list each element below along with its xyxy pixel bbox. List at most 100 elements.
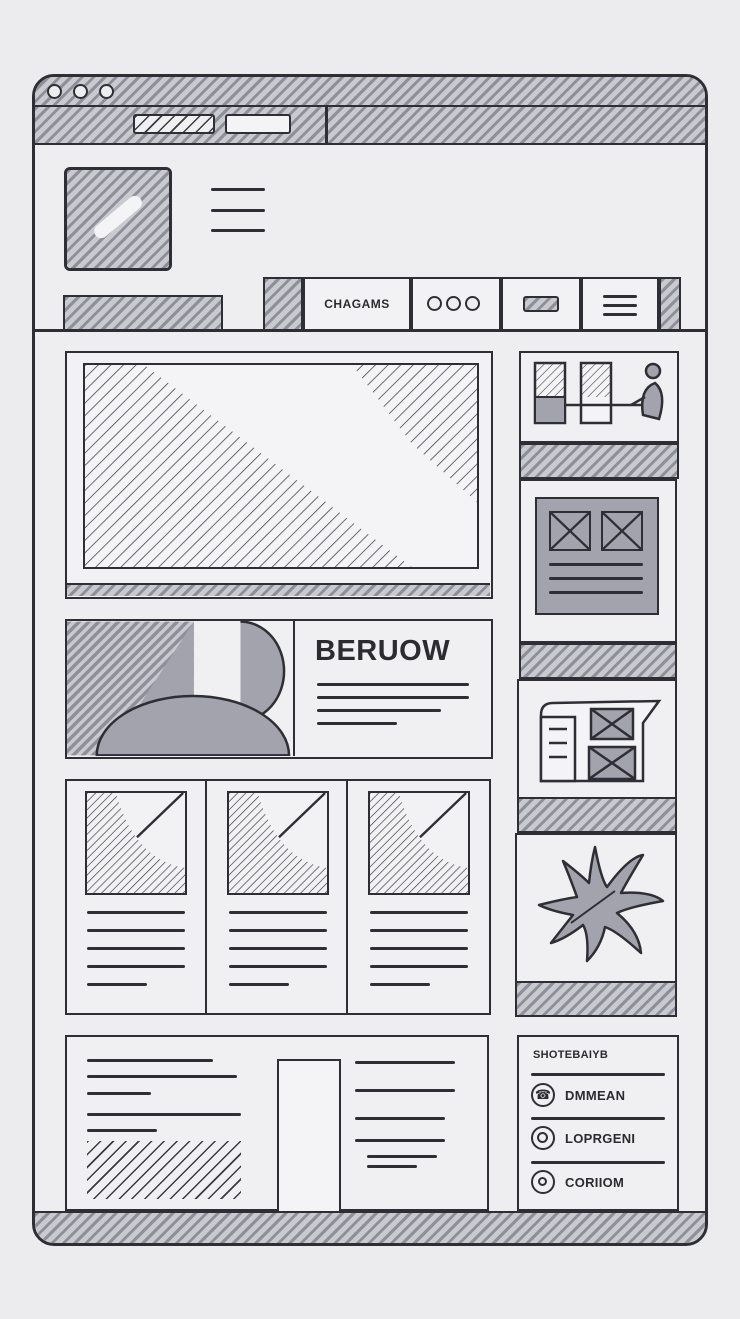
feature-text-line (317, 709, 441, 712)
nav-tab-options[interactable] (411, 277, 501, 331)
bottom-text-line (355, 1139, 445, 1142)
footer-bar (35, 1211, 705, 1243)
window-maximize-dot[interactable] (99, 84, 114, 99)
nav-tab-toggle[interactable] (501, 277, 581, 331)
card-text-line (87, 929, 185, 932)
card-text-line (370, 929, 468, 932)
bottom-text-line (367, 1165, 417, 1168)
feature-text-line (317, 722, 397, 725)
sidebar-separator (519, 643, 677, 679)
bottom-text-line (355, 1061, 455, 1064)
phone-icon: ☎ (531, 1083, 555, 1107)
gallery-panel (535, 497, 659, 615)
card[interactable] (207, 779, 348, 1015)
header-text-line (211, 229, 265, 232)
card-image (85, 791, 187, 895)
sidebar-widget-splash[interactable] (515, 833, 677, 983)
circle-icon (531, 1126, 555, 1150)
header-text-line (211, 209, 265, 212)
card-text-line (229, 947, 327, 950)
bottom-text-line (87, 1129, 157, 1132)
card[interactable] (65, 779, 207, 1015)
bottom-text-line (87, 1075, 237, 1078)
image-placeholder-icon (549, 511, 591, 551)
nav-tab-label: CHAGAMS (324, 297, 390, 311)
bottom-text-line (367, 1155, 437, 1158)
sidebar-separator (519, 443, 679, 479)
more-dots-icon (446, 296, 461, 311)
gallery-text-line (549, 577, 643, 580)
more-dots-icon (465, 296, 480, 311)
sidebar-list-title: SHOTEBAIYB (533, 1049, 609, 1061)
feature-heading: BERUOW (315, 635, 451, 667)
sidebar-list-item[interactable]: CORIIOM (531, 1167, 665, 1201)
sidebar-list: SHOTEBAIYB ☎ DMMEAN LOPRGENI CORIIOM (517, 1035, 679, 1211)
feature-card[interactable]: BERUOW (65, 619, 493, 759)
bottom-text-line (355, 1089, 455, 1092)
bottom-text-line (355, 1117, 445, 1120)
nav-left-cap (263, 277, 303, 331)
toggle-icon (523, 296, 559, 312)
browser-tab-1[interactable] (133, 114, 215, 134)
sidebar-list-item[interactable]: ☎ DMMEAN (531, 1079, 665, 1113)
window-close-dot[interactable] (47, 84, 62, 99)
bottom-image (87, 1141, 241, 1199)
sidebar-widget-documents[interactable] (517, 679, 677, 799)
hero-image (83, 363, 479, 569)
card-text-line (370, 983, 430, 986)
tab-divider (325, 107, 328, 145)
card-text-line (370, 947, 468, 950)
browser-tab-2[interactable] (225, 114, 291, 134)
logo-image[interactable] (64, 167, 172, 271)
card-text-line (370, 965, 468, 968)
nav-tab-menu[interactable] (581, 277, 659, 331)
feature-text-line (317, 683, 469, 686)
feature-image (67, 621, 295, 756)
window-minimize-dot[interactable] (73, 84, 88, 99)
sidebar-separator (517, 797, 677, 833)
card-text-line (229, 965, 327, 968)
sidebar-list-item[interactable]: LOPRGENI (531, 1123, 665, 1157)
title-bar (35, 77, 705, 107)
feature-text-line (317, 696, 469, 699)
sidebar-separator (515, 981, 677, 1017)
header-divider (35, 329, 705, 332)
card-text-line (87, 965, 185, 968)
nav-tab-chagams[interactable]: CHAGAMS (303, 277, 411, 331)
card-text-line (87, 947, 185, 950)
card-text-line (229, 911, 327, 914)
card-text-line (229, 983, 289, 986)
chart-illustration-icon (533, 361, 664, 425)
bottom-door-panel[interactable] (277, 1059, 341, 1211)
gallery-text-line (549, 563, 643, 566)
card-text-line (87, 983, 147, 986)
header-button[interactable] (63, 295, 223, 331)
splash-icon (537, 845, 665, 963)
card-image (368, 791, 470, 895)
nav-right-cap (659, 277, 681, 331)
documents-icon (539, 699, 662, 783)
card[interactable] (348, 779, 491, 1015)
bottom-text-line (87, 1113, 241, 1116)
menu-icon (603, 313, 637, 316)
card-text-line (87, 911, 185, 914)
image-placeholder-icon (601, 511, 643, 551)
sidebar-widget-gallery[interactable] (519, 479, 677, 643)
sidebar-list-item-label: LOPRGENI (565, 1131, 636, 1146)
bottom-text-line (87, 1092, 151, 1095)
sidebar-list-divider (531, 1161, 665, 1164)
gallery-text-line (549, 591, 643, 594)
card-text-line (229, 929, 327, 932)
target-icon (531, 1170, 555, 1194)
hero-media[interactable] (65, 351, 493, 599)
card-image (227, 791, 329, 895)
sidebar-list-divider (531, 1117, 665, 1120)
menu-icon (603, 295, 637, 298)
sidebar-list-item-label: CORIIOM (565, 1175, 625, 1190)
header-text-line (211, 188, 265, 191)
sidebar-list-divider (531, 1073, 665, 1076)
sidebar-list-item-label: DMMEAN (565, 1088, 626, 1103)
sidebar-widget-chart[interactable] (519, 351, 679, 443)
menu-icon (603, 304, 637, 307)
bottom-text-line (87, 1059, 213, 1062)
